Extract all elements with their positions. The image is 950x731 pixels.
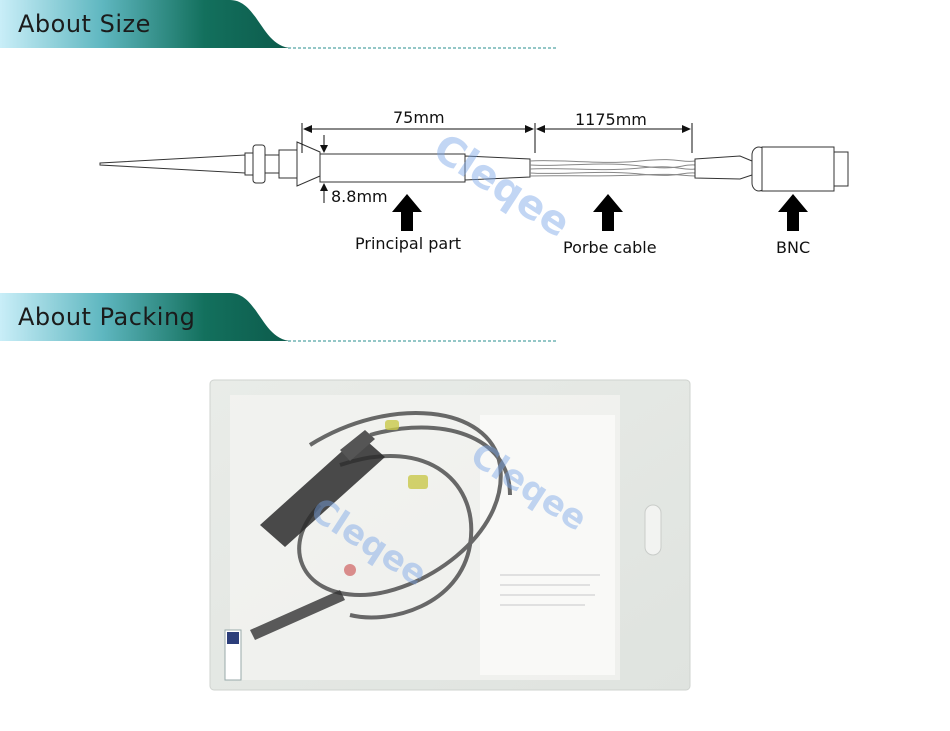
principal-part-body bbox=[319, 153, 466, 183]
probe-hook-ring bbox=[252, 144, 266, 184]
section-title: About Size bbox=[18, 10, 151, 38]
dimension-lines bbox=[301, 123, 693, 153]
probe-tip bbox=[99, 154, 246, 174]
section-banner-packing: About Packing bbox=[0, 293, 560, 343]
instruction-sheet bbox=[480, 415, 615, 675]
probe-size-diagram: 75mm 1175mm 8.8mm Principal part Porbe c… bbox=[0, 95, 950, 270]
dimension-main-length: 75mm bbox=[393, 108, 445, 127]
label-probe-cable: Porbe cable bbox=[563, 238, 657, 257]
section-title: About Packing bbox=[18, 303, 196, 331]
section-banner-size: About Size bbox=[0, 0, 560, 50]
dimension-diameter: 8.8mm bbox=[331, 187, 388, 206]
packing-photo: Cleqee Cleqee bbox=[190, 375, 700, 710]
dimension-cable-length: 1175mm bbox=[575, 110, 647, 129]
label-principal-part: Principal part bbox=[355, 234, 462, 253]
banner-background bbox=[0, 0, 556, 49]
probe-in-bag bbox=[250, 430, 385, 640]
arrow-principal bbox=[392, 194, 422, 231]
packing-bag-illustration bbox=[209, 379, 691, 691]
probe-cone bbox=[296, 141, 321, 187]
probe-cable bbox=[529, 159, 696, 177]
arrow-bnc bbox=[778, 194, 808, 231]
label-bnc: BNC bbox=[776, 238, 811, 257]
banner-background bbox=[0, 293, 556, 342]
arrow-cable bbox=[593, 194, 623, 231]
probe-drawing bbox=[99, 123, 849, 231]
